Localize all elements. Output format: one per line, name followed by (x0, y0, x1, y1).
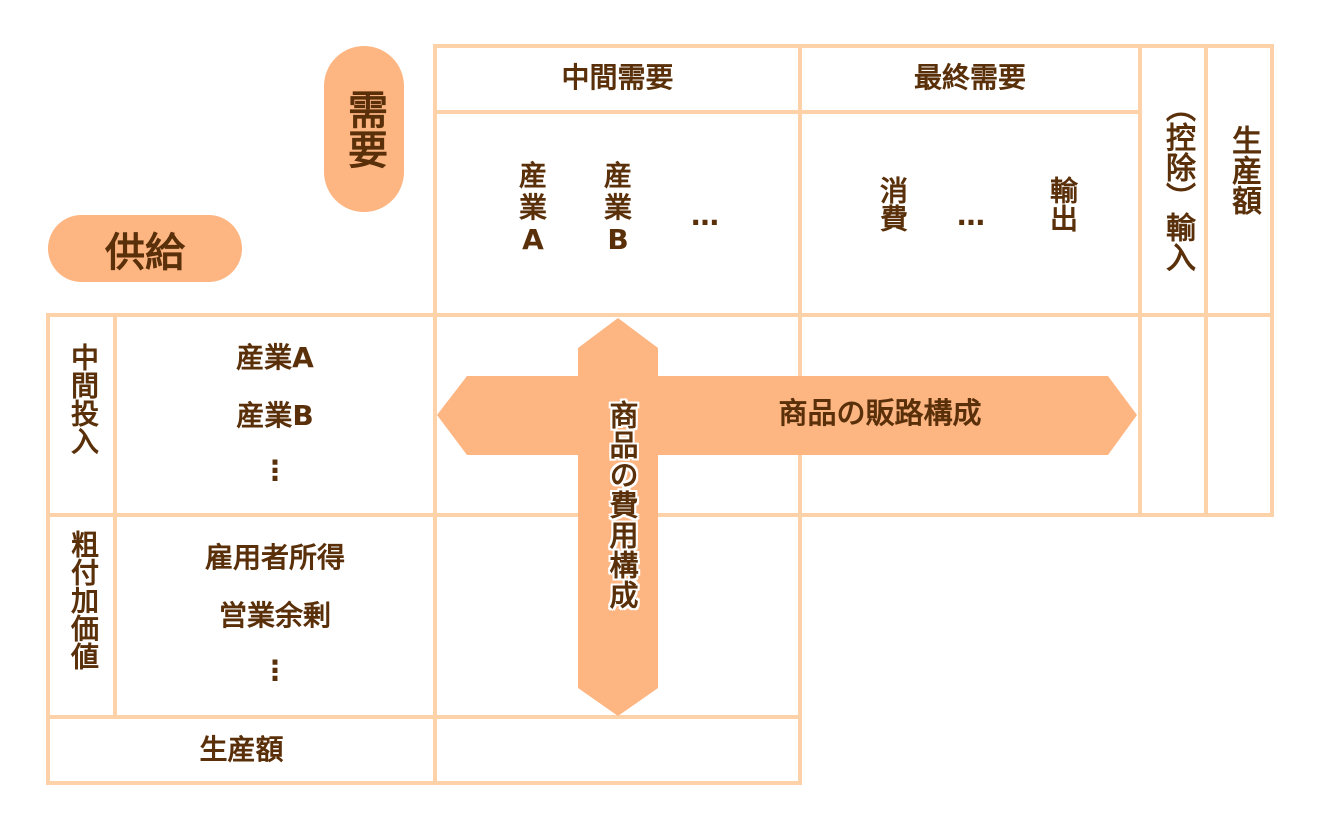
intermediate-demand-header: 中間需要 (561, 61, 674, 94)
imports-header: （控除）輸入 (1160, 92, 1195, 272)
cost-structure-label: 商品の費用構成 (605, 400, 639, 610)
sales-structure-label: 商品の販路構成 (778, 396, 982, 430)
employee-income-row: 雇用者所得 (204, 541, 345, 574)
grid-line (46, 781, 802, 785)
grid-line (1270, 44, 1274, 517)
grid-line (1204, 44, 1208, 517)
value-added-label: 粗付加価値 (67, 530, 100, 670)
grid-line (433, 110, 1140, 114)
exports-column: 輸出 (1046, 176, 1079, 232)
grid-line (433, 44, 1274, 48)
consumption-column: 消費 (876, 176, 909, 232)
output-header: 生産額 (1226, 125, 1261, 215)
supply-label: 供給 (48, 215, 242, 282)
demand-label: 需要 (324, 46, 404, 212)
grid-line (113, 313, 117, 719)
cost-structure-arrow (578, 318, 658, 716)
grid-line (433, 44, 437, 785)
industry-b-column: 産業B (603, 159, 632, 257)
ellipsis: … (691, 199, 719, 232)
vertical-ellipsis: ⋮ (261, 454, 289, 487)
ellipsis: … (957, 199, 985, 232)
grid-line (46, 313, 50, 785)
grid-line (46, 313, 1274, 317)
output-row-label: 生産額 (199, 733, 284, 766)
vertical-ellipsis: ⋮ (261, 654, 289, 687)
industry-a-row: 産業A (236, 341, 314, 374)
final-demand-header: 最終需要 (913, 61, 1026, 94)
industry-b-row: 産業B (236, 399, 314, 432)
operating-surplus-row: 営業余剰 (218, 599, 331, 632)
intermediate-input-label: 中間投入 (67, 343, 100, 455)
grid-line (46, 715, 802, 719)
industry-a-column: 産業A (518, 159, 547, 257)
grid-line (1138, 44, 1142, 517)
grid-line (46, 513, 1274, 517)
